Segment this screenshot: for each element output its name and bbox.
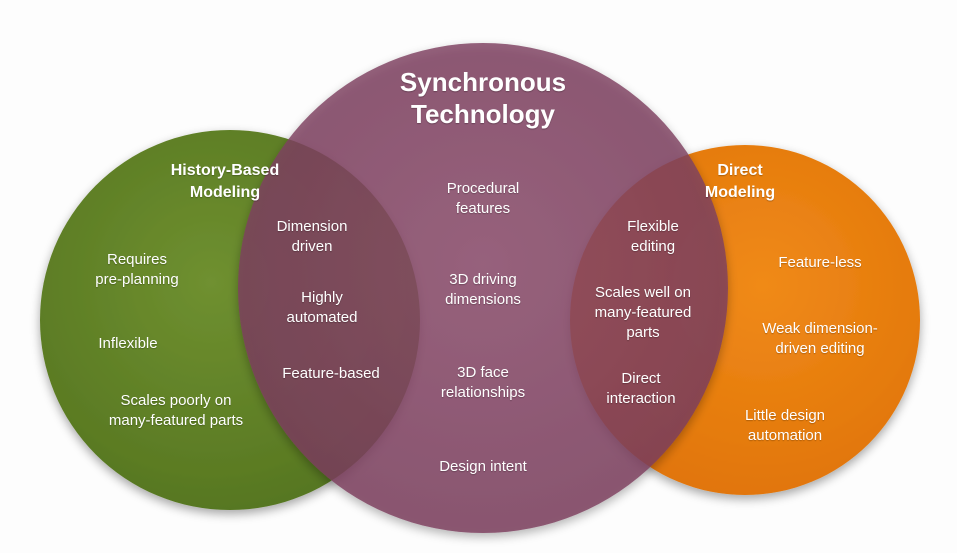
direct-title: Direct Modeling [704,162,776,201]
synchronous-item: 3D driving dimensions [445,271,521,308]
direct-item: Feature-less [778,254,862,271]
synchronous-item: 3D face relationships [440,364,526,401]
synchronous-circle [238,43,728,533]
synchronous-item: Procedural features [446,180,520,217]
history-item: Inflexible [98,335,158,352]
history-sync-item: Highly automated [286,289,358,326]
sync-direct-item: Flexible editing [627,218,679,255]
history-item: Requires pre-planning [95,251,179,288]
history-sync-item: Dimension driven [276,218,348,255]
history-item: Scales poorly on many-featured parts [108,392,244,429]
synchronous-item: Design intent [439,458,527,475]
direct-item: Weak dimension- driven editing [762,320,878,357]
direct-item: Little design automation [744,407,826,444]
sync-direct-item: Direct interaction [606,370,676,407]
history-sync-item: Feature-based [282,365,380,382]
history-title: History-Based Modeling [170,162,280,201]
sync-direct-item: Scales well on many-featured parts [594,284,692,341]
synchronous-title: Synchronous Technology [399,67,567,129]
